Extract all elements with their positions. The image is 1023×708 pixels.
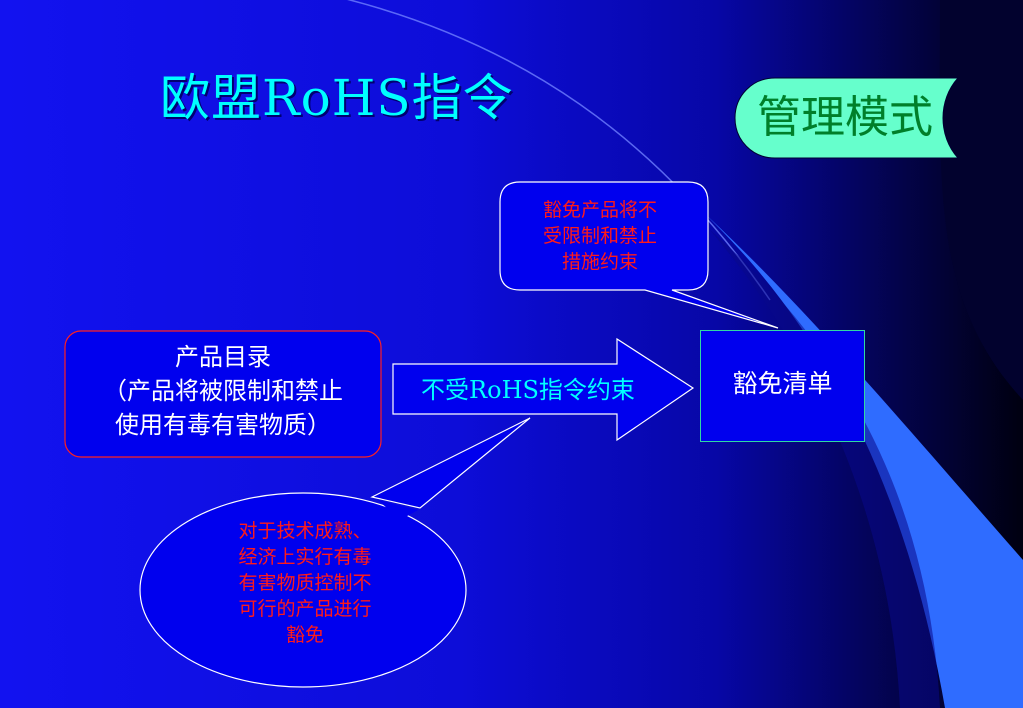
callout-top-line: 措施约束 <box>561 251 638 273</box>
background-swoosh <box>939 0 1023 400</box>
callout-top: 豁免产品将不 受限制和禁止 措施约束 <box>510 197 690 275</box>
decorative-light-band <box>690 200 1023 708</box>
exemption-list-box: 豁免清单 <box>700 330 865 442</box>
callout-bottom-tail-cover <box>378 500 418 520</box>
block-arrow <box>392 337 695 442</box>
callout-bottom-line: 有害物质控制不 <box>238 572 372 594</box>
decorative-thin-curve <box>346 0 771 301</box>
catalog-line: （产品将被限制和禁止 <box>103 377 343 405</box>
exemption-list-label: 豁免清单 <box>732 369 833 398</box>
callout-top-line: 豁免产品将不 <box>542 199 657 221</box>
callout-bottom-line: 豁免 <box>285 624 324 646</box>
product-catalog: 产品目录 （产品将被限制和禁止 使用有毒有害物质） <box>65 340 381 442</box>
catalog-line: 产品目录 <box>175 343 271 371</box>
callout-bottom: 对于技术成熟、 经济上实行有毒 有害物质控制不 可行的产品进行 豁免 <box>200 518 410 648</box>
callout-bottom-line: 可行的产品进行 <box>238 598 372 620</box>
callout-top-shape <box>499 181 779 329</box>
callout-bottom-oval <box>139 492 467 688</box>
decorative-dark-band <box>710 230 940 708</box>
catalog-line: 使用有毒有害物质） <box>115 411 331 439</box>
arrow-label: 不受RoHS指令约束 <box>421 376 635 404</box>
mode-label: 管理模式 <box>757 92 933 143</box>
callout-bottom-shape <box>370 417 531 509</box>
mode-label-pill <box>734 77 960 159</box>
page-title: 欧盟RoHS指令 <box>160 69 514 127</box>
callout-bottom-line: 对于技术成熟、 <box>238 520 372 542</box>
callout-bottom-line: 经济上实行有毒 <box>238 546 372 568</box>
callout-top-line: 受限制和禁止 <box>542 225 657 247</box>
catalog-box <box>64 330 382 458</box>
